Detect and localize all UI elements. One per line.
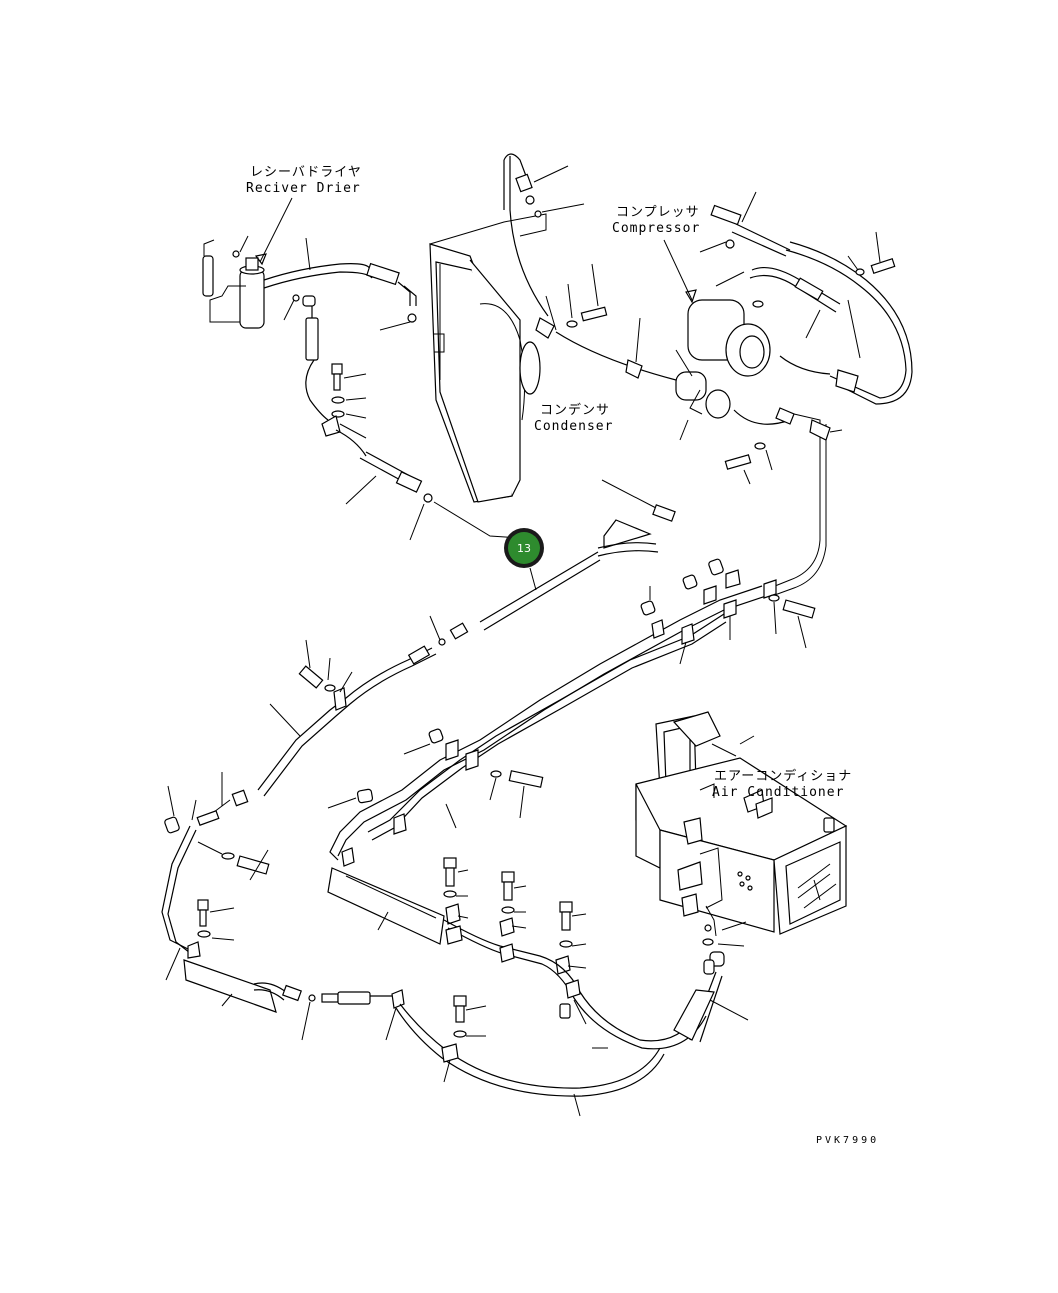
svg-text:Reciver Drier: Reciver Drier <box>246 181 361 196</box>
left-lower-piping[interactable] <box>161 772 405 1041</box>
suction-hose[interactable] <box>699 191 913 405</box>
drawing-code: PVK7990 <box>816 1135 879 1146</box>
discharge-hose[interactable] <box>503 153 608 339</box>
ac-outlet-hose[interactable] <box>673 951 749 1043</box>
receiver-drier[interactable] <box>202 235 265 329</box>
svg-text:Air Conditioner: Air Conditioner <box>712 785 844 800</box>
compressor-lower-piping[interactable] <box>555 317 843 597</box>
svg-text:コンプレッサ: コンプレッサ <box>616 205 700 220</box>
condenser-label: コンデンサ Condenser <box>534 402 613 434</box>
air-conditioner-unit[interactable] <box>635 711 848 947</box>
svg-text:レシーバドライヤ: レシーバドライヤ <box>250 165 362 180</box>
drier-hose[interactable] <box>263 237 417 361</box>
air-conditioner-label: エアーコンディショナ Air Conditioner <box>711 743 852 800</box>
callout-13-number: 13 <box>517 542 531 555</box>
main-piping-run[interactable] <box>327 558 816 861</box>
callout-13[interactable]: 13 <box>504 528 544 591</box>
callout-13-fill <box>508 532 540 564</box>
compressor-label: コンプレッサ Compressor <box>612 205 700 304</box>
compressor[interactable] <box>675 271 771 441</box>
condenser-lower-hose[interactable] <box>305 359 521 541</box>
svg-text:エアーコンディショナ: エアーコンディショナ <box>714 768 852 784</box>
svg-text:Compressor: Compressor <box>612 221 700 236</box>
condenser[interactable] <box>429 213 547 503</box>
liquid-tube[interactable] <box>213 479 676 813</box>
bolt-washer-set-1[interactable] <box>321 363 367 439</box>
svg-text:コンデンサ: コンデンサ <box>540 402 610 418</box>
receiver-drier-label: レシーバドライヤ Reciver Drier <box>246 165 362 266</box>
svg-text:Condenser: Condenser <box>534 419 613 434</box>
bottom-middle-piping[interactable] <box>327 847 707 1117</box>
